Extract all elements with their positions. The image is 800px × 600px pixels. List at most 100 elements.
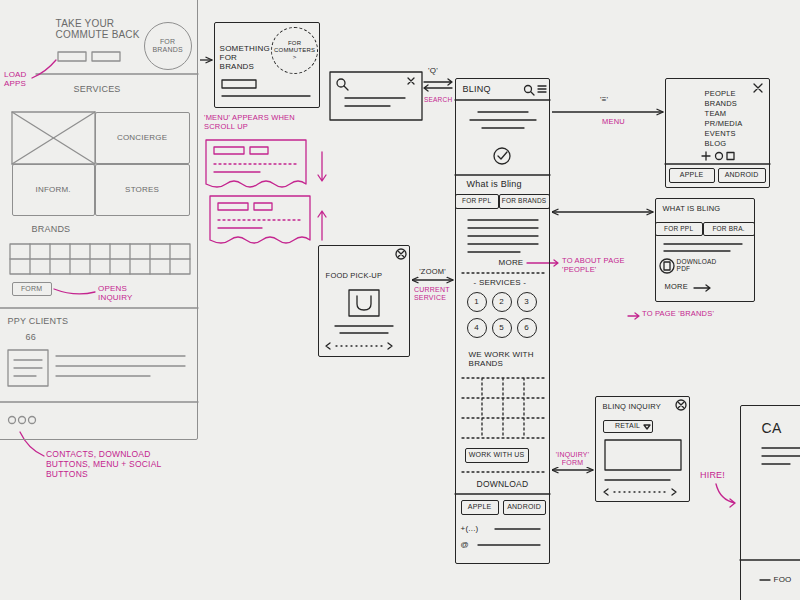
leader-arrow (716, 484, 735, 507)
note-text: CURRENT SERVICE (414, 286, 452, 302)
about-screen-sketch (660, 259, 674, 273)
text-slot: PR/MEDIA (705, 120, 760, 129)
phone-screen: CAFOO (740, 405, 800, 600)
screen-text: What is Bling (467, 179, 545, 189)
flow-arrow (552, 211, 653, 212)
overlay-sketch (336, 345, 384, 346)
tab: FOR PPL (655, 222, 703, 236)
service-circle: 3 (517, 292, 537, 312)
home-screen-sketch (0, 52, 198, 424)
text-slot: 'ZOOM' (418, 268, 447, 277)
text-slot: MORE (665, 283, 691, 292)
overlay-sketch (326, 249, 686, 495)
phone-screen: TAKE YOUR COMMUTE BACKSERVICESBRANDSPPY … (0, 0, 198, 440)
scroll-menu-sketch (218, 227, 262, 228)
dropdown: RETAIL (603, 420, 653, 433)
main-screen-sketch (462, 471, 545, 472)
button-text: WORK WITH US (469, 451, 525, 459)
service-circle: 5 (492, 318, 512, 338)
text-slot: '≡' (600, 95, 626, 104)
home-screen-sketch (10, 244, 190, 274)
menu-screen-sketch (716, 153, 723, 160)
text-slot: SOMETHING FOR BRANDS (220, 44, 272, 72)
text-slot: 'Q' (428, 66, 452, 75)
scroll-menu-sketch (214, 171, 260, 172)
screen-text: BLINQ INQUIRY (603, 403, 671, 412)
screen-text: - SERVICES - (474, 278, 546, 287)
overlay-sketch (326, 343, 392, 349)
button-text: 5 (499, 323, 504, 332)
scroll-menu-sketch (218, 203, 248, 210)
main-screen-sketch (455, 86, 550, 546)
sketch-button: FORM (12, 282, 52, 296)
main-screen-sketch (498, 152, 507, 159)
screen-text: 66 (26, 332, 56, 342)
button-text: 1 (474, 297, 479, 306)
screen-text: WE WORK WITH BRANDS (469, 350, 543, 368)
screen-sketch (222, 95, 310, 96)
text-slot: WE WORK WITH BRANDS (469, 350, 543, 368)
text-slot: TO PAGE 'BRANDS' (642, 310, 737, 319)
main-screen-sketch (531, 92, 534, 95)
sketch-button: WORK WITH US (465, 448, 529, 463)
button-text: APPLE (680, 171, 704, 179)
button-text: 6 (524, 323, 529, 332)
note-text: TO ABOUT PAGE 'PEOPLE' (562, 257, 650, 274)
scroll-menu-sketch (206, 140, 306, 187)
round-button: FOR BRANDS (144, 22, 192, 70)
main-screen-sketch (478, 529, 540, 545)
leader-line (32, 60, 56, 78)
button-text: FOR BRA. (712, 225, 744, 232)
screen-text: PPY CLIENTS (8, 316, 98, 326)
screen-text: +(...) (461, 524, 493, 533)
text-slot: TO ABOUT PAGE 'PEOPLE' (562, 257, 650, 274)
screen-text: BLOG (705, 140, 760, 149)
button-text: FOR BRANDS (145, 38, 191, 54)
text-slot: @ (461, 540, 475, 549)
home-screen-sketch (0, 401, 198, 402)
about-screen-sketch (660, 244, 742, 291)
button-text: RETAIL (615, 422, 640, 430)
search-screen-sketch (345, 98, 405, 106)
search-screen-sketch (344, 86, 348, 90)
button-text: FOR PPL (664, 225, 693, 232)
button-text: APPLE (468, 503, 492, 511)
sketch-button: ANDROID (718, 168, 766, 183)
screen-text: PEOPLE (705, 90, 760, 99)
sketch-button: APPLE (461, 500, 499, 515)
home-screen-sketch (58, 52, 86, 61)
sketch-button: APPLE (669, 168, 715, 183)
screen-text: SOMETHING FOR BRANDS (220, 44, 272, 72)
leader-line (20, 60, 95, 456)
about-screen-sketch (694, 285, 710, 291)
leader-line (20, 432, 44, 456)
menu-screen-sketch (754, 84, 762, 92)
flow-arrow (200, 59, 212, 60)
scroll-menu-sketch (214, 163, 296, 164)
button-text: FOR PPL (462, 197, 491, 204)
menu-screen-sketch (665, 163, 770, 164)
service-circle: 1 (467, 292, 487, 312)
home-screen-sketch (0, 307, 198, 308)
overlay-sketch (396, 249, 406, 259)
note-text: CONTACTS, DOWNLOAD BUTTONS, MENU + SOCIA… (46, 450, 166, 479)
flow-arrow (552, 469, 593, 470)
note-text: 'Q' (428, 66, 452, 75)
menu-screen: PEOPLEBRANDSTEAMPR/MEDIAEVENTSBLOGAPPLEA… (665, 78, 770, 188)
menu-screen-sketch (665, 84, 770, 164)
main-screen-sketch (462, 378, 545, 438)
button-text: 4 (474, 323, 479, 332)
grid-cell: CONCIERGE (95, 112, 190, 164)
text-slot: CONTACTS, DOWNLOAD BUTTONS, MENU + SOCIA… (46, 450, 166, 479)
text-slot: TAKE YOUR COMMUTE BACK (56, 18, 151, 41)
overlay-screen: FOOD PICK-UP (318, 245, 410, 357)
overlay-sketch (605, 479, 670, 480)
sketch-button: ANDROID (503, 500, 546, 515)
home-screen-sketch (10, 244, 190, 274)
text-slot: BRANDS (32, 224, 92, 234)
tab: FOR BRA. (703, 222, 755, 236)
service-circle: 6 (517, 318, 537, 338)
text-slot: SEARCH (424, 96, 455, 103)
screen-sketch (762, 448, 800, 464)
main-screen-sketch (455, 99, 550, 100)
